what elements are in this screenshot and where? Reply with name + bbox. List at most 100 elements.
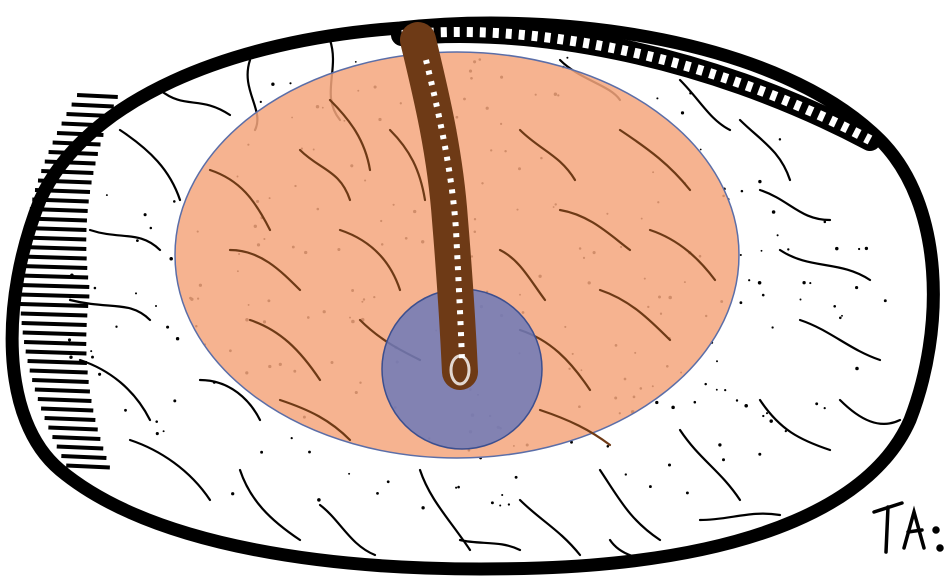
hatch-stroke (53, 143, 101, 145)
tissue-dot (779, 138, 781, 140)
tissue-dot (694, 401, 697, 404)
tissue-dot (841, 315, 843, 317)
tissue-dot (625, 473, 627, 475)
tissue-dot (173, 399, 176, 402)
hatch-stroke (30, 371, 88, 373)
hatch-stroke (35, 190, 90, 192)
tissue-dot (176, 337, 179, 340)
tissue-dot (213, 381, 216, 384)
tissue-dot (69, 356, 72, 359)
tissue-dot (681, 111, 684, 114)
hatch-stroke (45, 162, 96, 164)
tissue-dot (839, 317, 842, 320)
tissue-dot (163, 430, 165, 432)
hatch-stroke (24, 342, 86, 344)
tissue-dot (769, 419, 772, 422)
hatch-stroke (45, 418, 96, 420)
tissue-dot (741, 190, 744, 193)
hatch-stroke (26, 228, 87, 230)
tissue-dot (515, 476, 518, 479)
tissue-dot (491, 501, 494, 504)
tissue-dot (785, 430, 787, 432)
hatch-stroke (20, 304, 88, 306)
tissue-dot (508, 503, 510, 505)
tissue-dot (824, 407, 826, 409)
tissue-dot (689, 92, 692, 95)
hatch-stroke (52, 437, 100, 439)
hatch-stroke (35, 390, 90, 392)
hatch-stroke (26, 352, 87, 354)
hatch-stroke (32, 200, 88, 202)
tissue-dot (348, 473, 350, 475)
tissue-dot (455, 487, 457, 489)
hatch-stroke (21, 314, 87, 316)
tissue-dot (260, 101, 262, 103)
tissue-dot (70, 274, 74, 278)
tissue-dot (716, 389, 718, 391)
tissue-dot (777, 234, 779, 236)
tissue-dot (260, 451, 263, 454)
hatch-stroke (22, 257, 87, 259)
hatch-stroke (28, 361, 87, 363)
tissue-dot (607, 445, 610, 448)
tissue-dot (704, 383, 706, 385)
tissue-dot (173, 200, 176, 203)
tissue-dot (271, 83, 274, 86)
tissue-dot (499, 504, 501, 506)
tissue-dot (155, 420, 158, 423)
tissue-dot (169, 257, 173, 261)
tissue-dot (740, 254, 742, 256)
hatch-stroke (57, 447, 104, 449)
tissue-dot (68, 338, 71, 341)
hatch-stroke (48, 428, 97, 430)
tissue-dot (855, 286, 858, 289)
tissue-dot (700, 149, 702, 151)
tissue-dot (655, 401, 658, 404)
tissue-dot (308, 451, 311, 454)
hatch-stroke (24, 238, 86, 240)
tissue-dot (744, 404, 748, 408)
tissue-dot (724, 389, 726, 391)
tissue-dot (772, 210, 776, 214)
hatch-stroke (62, 124, 107, 126)
tissue-dot (758, 180, 761, 183)
tissue-dot (69, 295, 72, 298)
tissue-dot (94, 287, 97, 290)
tissue-dot (758, 453, 761, 456)
hatch-stroke (20, 285, 89, 287)
tissue-dot (317, 498, 321, 502)
tissue-dot (815, 402, 818, 405)
hatch-stroke (57, 133, 103, 135)
tissue-dot (166, 326, 169, 329)
tissue-dot (136, 239, 139, 242)
tissue-dot (421, 506, 424, 509)
tissue-dot (824, 221, 827, 224)
hatch-stroke (41, 409, 93, 411)
hatch-stroke (61, 456, 106, 458)
tissue-dot (809, 282, 811, 284)
tissue-dot (800, 299, 802, 301)
tissue-dot (124, 409, 127, 412)
tissue-dot (833, 305, 836, 308)
hatch-stroke (20, 295, 89, 297)
tissue-dot (736, 399, 738, 401)
tissue-dot (231, 492, 234, 495)
tissue-dot (135, 292, 137, 294)
tissue-dot (766, 412, 768, 414)
tissue-dot (668, 463, 671, 466)
tissue-dot (457, 486, 460, 489)
tissue-dot (884, 299, 887, 302)
tissue-dot (758, 281, 762, 285)
hatch-stroke (72, 105, 114, 107)
hatch-stroke (41, 171, 93, 173)
tissue-dot (387, 480, 390, 483)
tissue-dot (155, 305, 157, 307)
hatch-stroke (30, 209, 88, 211)
tissue-dot (90, 350, 92, 352)
tissue-dot (115, 326, 117, 328)
tissue-dot (501, 494, 503, 496)
tissue-dot (716, 360, 718, 362)
hatch-stroke (49, 152, 98, 154)
hatch-stroke (32, 380, 89, 382)
